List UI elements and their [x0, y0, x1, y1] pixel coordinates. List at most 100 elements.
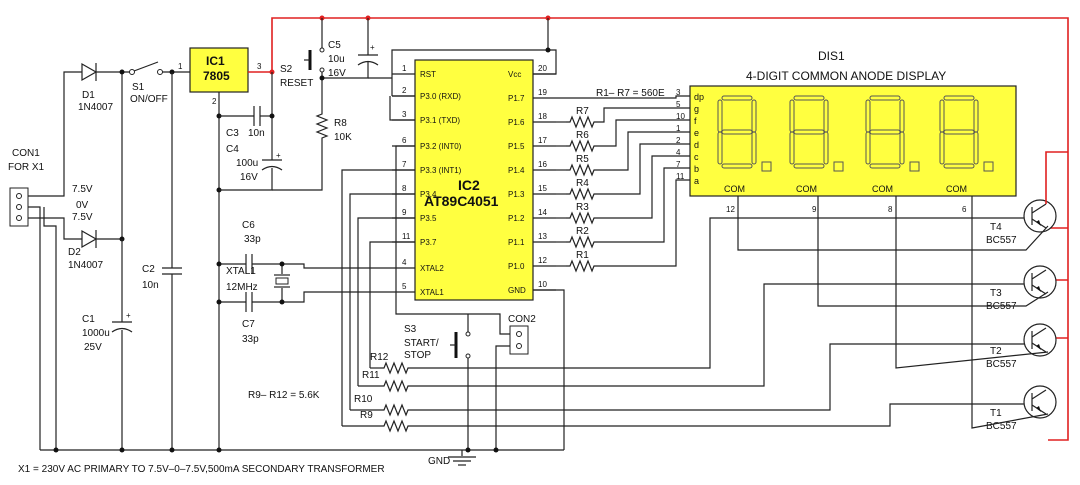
segment-pin: 7	[676, 160, 681, 169]
dis1-display	[689, 85, 1017, 197]
con1-name: CON1	[12, 148, 40, 159]
c5-name: C5	[328, 40, 341, 51]
ic2-pin-num: 3	[402, 110, 407, 119]
c5-voltage: 16V	[328, 68, 346, 79]
com-pin: 8	[888, 205, 893, 214]
ic2-pin-num: 1	[402, 64, 407, 73]
ic2-pin-num: 6	[402, 136, 407, 145]
s3-pushbutton-icon	[450, 331, 471, 359]
ic2-pin-num: 13	[538, 232, 547, 241]
ic2-pin-label: XTAL2	[420, 264, 444, 273]
transistor-name: T2	[990, 346, 1002, 357]
c6-name: C6	[242, 220, 255, 231]
resistor-label: R12	[370, 352, 389, 363]
c4-name: C4	[226, 144, 239, 155]
con1-sub: FOR X1	[8, 162, 45, 173]
resistor-label: R2	[576, 226, 589, 237]
ic2-pin-label: P1.7	[508, 94, 525, 103]
ic2-pin-num: 9	[402, 208, 407, 217]
c7-value: 33p	[242, 334, 259, 345]
transistor-part: BC557	[986, 235, 1017, 246]
ic2-pin-label: P1.1	[508, 238, 525, 247]
ic2-pin-label: GND	[508, 286, 526, 295]
segment-pin: 11	[676, 172, 685, 181]
c2-value: 10n	[142, 280, 159, 291]
ic1-pin1: 1	[178, 62, 183, 71]
resistor-r5	[565, 164, 599, 176]
resistor-r6	[565, 140, 599, 152]
resistor-r7	[565, 116, 599, 128]
crystal-icon	[274, 264, 290, 302]
segment-label: e	[694, 128, 699, 138]
ic1-name: IC1	[206, 54, 225, 68]
ic1-pin2: 2	[212, 97, 217, 106]
resistor-label: R9	[360, 410, 373, 421]
segment	[943, 163, 975, 169]
com-label: COM	[946, 184, 967, 194]
transistor-name: T4	[990, 222, 1002, 233]
con1-connector	[9, 187, 29, 227]
segment	[869, 163, 901, 169]
segment	[721, 95, 753, 101]
resistor-label: R10	[354, 394, 373, 405]
segment	[721, 163, 753, 169]
resistor-r11	[379, 380, 413, 392]
decimal-point	[983, 161, 994, 172]
ic1-part: 7805	[203, 69, 230, 83]
segment-pin: 3	[676, 88, 681, 97]
ic2-pin-num: 5	[402, 282, 407, 291]
resistor-label: R7	[576, 106, 589, 117]
con2-connector	[509, 325, 529, 355]
ic2-pin-label: P3.3 (INT1)	[420, 166, 462, 175]
segment-pin: 10	[676, 112, 685, 121]
segment	[793, 129, 825, 135]
ic2-pin-num: 17	[538, 136, 547, 145]
ic2-pin-label: P1.2	[508, 214, 525, 223]
ic2-pin-label: P1.3	[508, 190, 525, 199]
resistor-r4	[565, 188, 599, 200]
ic2-pin-num: 12	[538, 256, 547, 265]
ic2-pin-label: P3.5	[420, 214, 437, 223]
s3-name: S3	[404, 324, 417, 335]
d1-part: 1N4007	[78, 102, 113, 113]
segment-label: b	[694, 164, 699, 174]
ic2-pin-num: 4	[402, 258, 407, 267]
resistor-label: R6	[576, 130, 589, 141]
ic2-pin-label: P3.7	[420, 238, 437, 247]
com-pin: 9	[812, 205, 817, 214]
d2-diode-icon	[81, 229, 98, 249]
segment-label: d	[694, 140, 699, 150]
r8-name: R8	[334, 118, 347, 129]
c5-value: 10u	[328, 54, 345, 65]
gnd-label: GND	[428, 456, 450, 467]
transistor-name: T1	[990, 408, 1002, 419]
c1-name: C1	[82, 314, 95, 325]
ic2-pin-num: 11	[402, 232, 411, 241]
segment	[899, 131, 905, 165]
segment	[721, 129, 753, 135]
segment	[793, 163, 825, 169]
segment	[869, 129, 901, 135]
gnd-link	[43, 207, 57, 450]
con1-v-bot: 7.5V	[72, 212, 93, 223]
segment-label: dp	[694, 92, 704, 102]
ic2-microcontroller	[414, 59, 534, 301]
segment	[943, 95, 975, 101]
segment	[789, 99, 795, 133]
xtal-value: 12MHz	[226, 282, 258, 293]
decimal-point	[909, 161, 920, 172]
con2-name: CON2	[508, 314, 536, 325]
ic2-pin-num: 20	[538, 64, 547, 73]
ic1-pin3: 3	[257, 62, 262, 71]
segment-label: a	[694, 176, 699, 186]
ic2-pin-num: 2	[402, 86, 407, 95]
ic2-pin-label: P1.5	[508, 142, 525, 151]
